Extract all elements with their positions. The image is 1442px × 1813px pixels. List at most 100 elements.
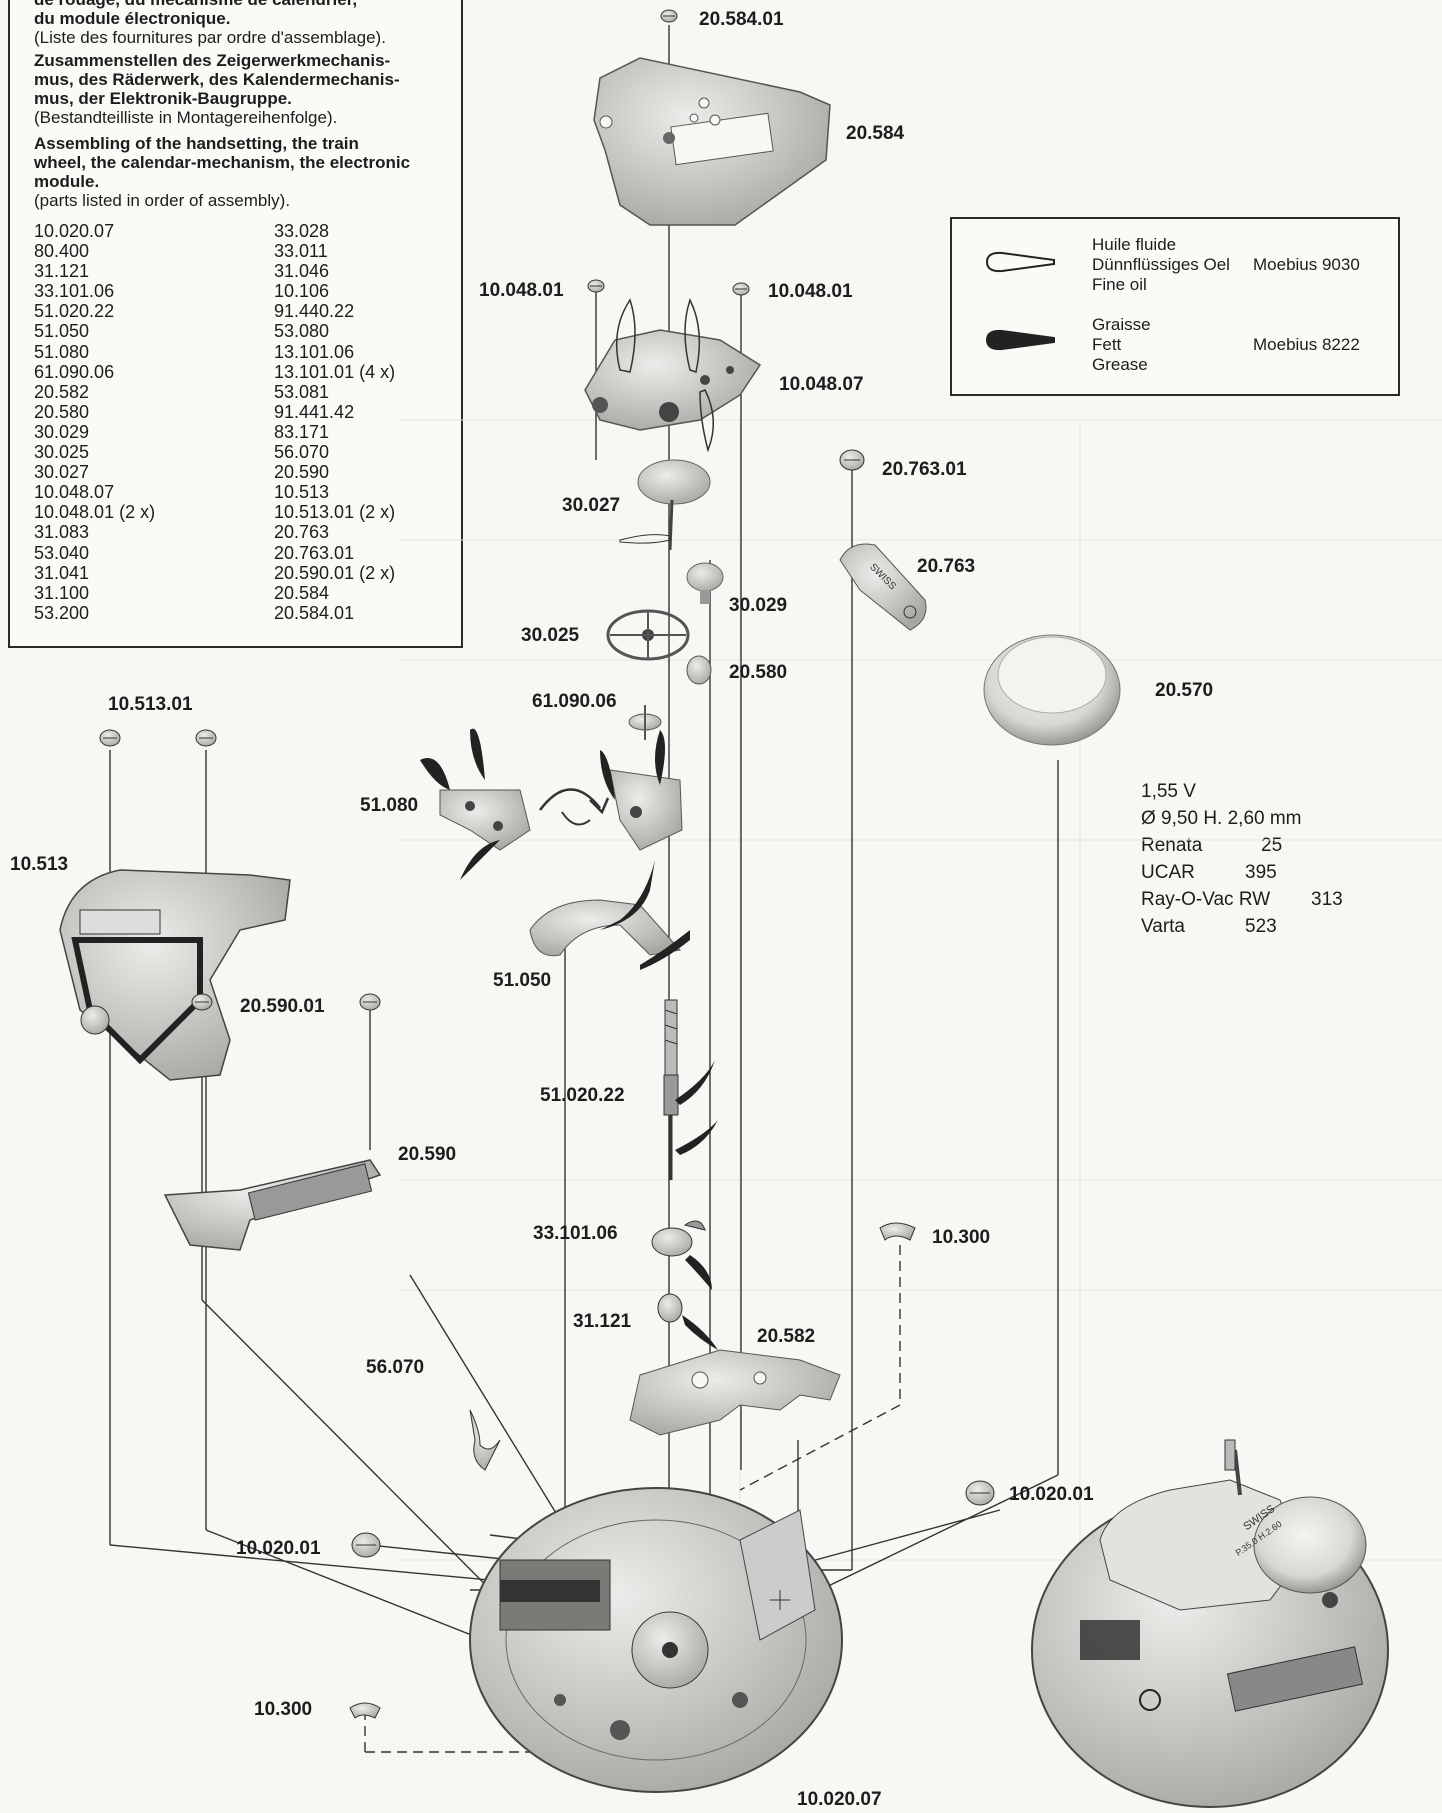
de-title-line1: Zusammenstellen des Zeigerwerkmechanis-: [34, 51, 391, 70]
label-20-763-01: 20.763.01: [882, 459, 967, 480]
parts-list-item: 31.046: [274, 261, 330, 282]
grease-product: Moebius 8222: [1253, 335, 1360, 354]
parts-list-item: 20.590.01 (2 x): [274, 562, 396, 583]
label-10-020-07: 10.020.07: [797, 1789, 882, 1810]
parts-list-item: 51.020.22: [34, 301, 115, 322]
parts-list-item: 20.763.01: [274, 542, 355, 563]
wheel-30-027: [619, 459, 711, 551]
assembled-movement: SWISS P.35.0 H.2.60: [1031, 1439, 1389, 1808]
circuit-module-10-513: [59, 869, 291, 1081]
de-title-line2: mus, des Räderwerk, des Kalendermechanis…: [34, 70, 400, 89]
parts-list-item: 91.440.22: [274, 301, 355, 322]
battery-brand-row: UCAR 395: [1141, 859, 1302, 886]
battery-brand-ref: 523: [1245, 916, 1277, 937]
grease-de: Fett: [1092, 335, 1122, 354]
screw-20-763-01: [839, 449, 865, 471]
parts-list-item: 53.081: [274, 381, 330, 402]
part-61-090-06: [628, 705, 662, 740]
label-10-048-01-left: 10.048.01: [479, 280, 564, 301]
parts-list-item: 20.584: [274, 582, 330, 603]
wheel-31-121: [657, 1293, 718, 1350]
label-33-101-06: 33.101.06: [533, 1223, 618, 1244]
battery-voltage: 1,55 V: [1141, 781, 1196, 802]
label-10-048-07: 10.048.07: [779, 374, 864, 395]
label-10-020-01-left: 10.020.01: [236, 1538, 321, 1559]
en-title-line2: wheel, the calendar-mechanism, the elect…: [34, 153, 411, 172]
parts-list-item: 51.050: [34, 321, 90, 342]
label-20-590-01: 20.590.01: [240, 996, 325, 1017]
grease-drop-icon: [985, 329, 1055, 351]
parts-list-item: 30.029: [34, 421, 90, 442]
parts-list-item: 20.763: [274, 522, 330, 543]
label-51-020-22: 51.020.22: [540, 1085, 625, 1106]
yoke-20-590: [163, 1159, 382, 1251]
label-20-584: 20.584: [846, 123, 905, 144]
grease-en: Grease: [1092, 355, 1148, 374]
parts-list-item: 10.106: [274, 281, 330, 302]
label-20-763: 20.763: [917, 556, 976, 577]
battery-specification: 1,55 V Ø 9,50 H. 2,60 mm Renata 25 UCAR …: [1141, 778, 1343, 940]
screw-10-513-01-right: [195, 729, 217, 747]
parts-list-item: 53.200: [34, 602, 90, 623]
parts-list-item: 30.027: [34, 462, 90, 483]
oil-de: Dünnflüssiges Oel: [1092, 255, 1230, 274]
bridge-20-584: [593, 57, 831, 226]
wheel-30-025: [606, 609, 690, 661]
parts-list-item: 20.590: [274, 462, 330, 483]
parts-list-item: 10.048.07: [34, 482, 115, 503]
levers-51-080: [420, 728, 683, 880]
oil-fr: Huile fluide: [1092, 235, 1177, 254]
rotation-arrow-icon: [539, 788, 610, 826]
parts-list-item: 53.080: [274, 321, 330, 342]
parts-list-item: 20.580: [34, 401, 90, 422]
parts-list-item: 31.041: [34, 562, 90, 583]
de-subtitle: (Bestandteilliste in Montagereihenfolge)…: [34, 108, 338, 127]
parts-list-item: 10.020.07: [34, 221, 115, 241]
main-plate-10-020-07: [469, 1487, 843, 1793]
battery-brand-name: Varta: [1141, 916, 1186, 937]
lever-51-050: [529, 860, 690, 970]
screw-20-590-01-left: [191, 993, 213, 1011]
assembly-parts-list-box: de rouage, du mécanisme de calendrier, d…: [8, 0, 463, 648]
parts-list-item: 80.400: [34, 241, 90, 262]
en-subtitle: (parts listed in order of assembly).: [34, 191, 291, 210]
fr-subtitle: (Liste des fournitures par ordre d'assem…: [34, 28, 386, 47]
screw-10-020-01-left: [351, 1532, 381, 1558]
screw-10-300-left: [349, 1702, 381, 1719]
en-title-line1: Assembling of the handsetting, the train: [34, 134, 359, 153]
label-10-513-01: 10.513.01: [108, 694, 193, 715]
label-56-070: 56.070: [366, 1357, 425, 1378]
label-10-300-left: 10.300: [254, 1699, 313, 1720]
wheel-33-101-06: [651, 1220, 712, 1290]
parts-list-item: 53.040: [34, 542, 90, 563]
parts-list-item: 31.121: [34, 261, 90, 282]
parts-list-item: 91.441.42: [274, 401, 355, 422]
screw-10-513-01-left: [99, 729, 121, 747]
parts-list-item: 30.025: [34, 442, 90, 463]
spring-56-070: [469, 1409, 501, 1471]
battery-size: Ø 9,50 H. 2,60 mm: [1141, 808, 1302, 829]
battery-brand-name: Ray-O-Vac RW: [1141, 889, 1271, 910]
parts-list-item: 56.070: [274, 442, 330, 463]
label-30-029: 30.029: [729, 595, 788, 616]
parts-list-item: 83.171: [274, 421, 330, 442]
oil-drop-icon: [985, 251, 1055, 273]
bridge-10-048-07: [584, 298, 762, 453]
label-20-582: 20.582: [757, 1326, 816, 1347]
parts-list-item: 13.101.06: [274, 341, 355, 362]
label-10-513: 10.513: [10, 854, 69, 875]
label-51-080: 51.080: [360, 795, 419, 816]
stem-51-020-22: [663, 999, 718, 1180]
parts-list-item: 10.048.01 (2 x): [34, 502, 156, 523]
lubricant-legend: Huile fluide Dünnflüssiges Oel Fine oil …: [950, 217, 1400, 396]
screw-20-590-01-right: [359, 993, 381, 1011]
wheel-30-029: [686, 562, 724, 604]
label-10-048-01-right: 10.048.01: [768, 281, 853, 302]
battery-cell-20-570: [983, 634, 1121, 746]
label-10-300-right: 10.300: [932, 1227, 991, 1248]
label-20-580: 20.580: [729, 662, 788, 683]
battery-brand-ref: 395: [1245, 862, 1277, 883]
